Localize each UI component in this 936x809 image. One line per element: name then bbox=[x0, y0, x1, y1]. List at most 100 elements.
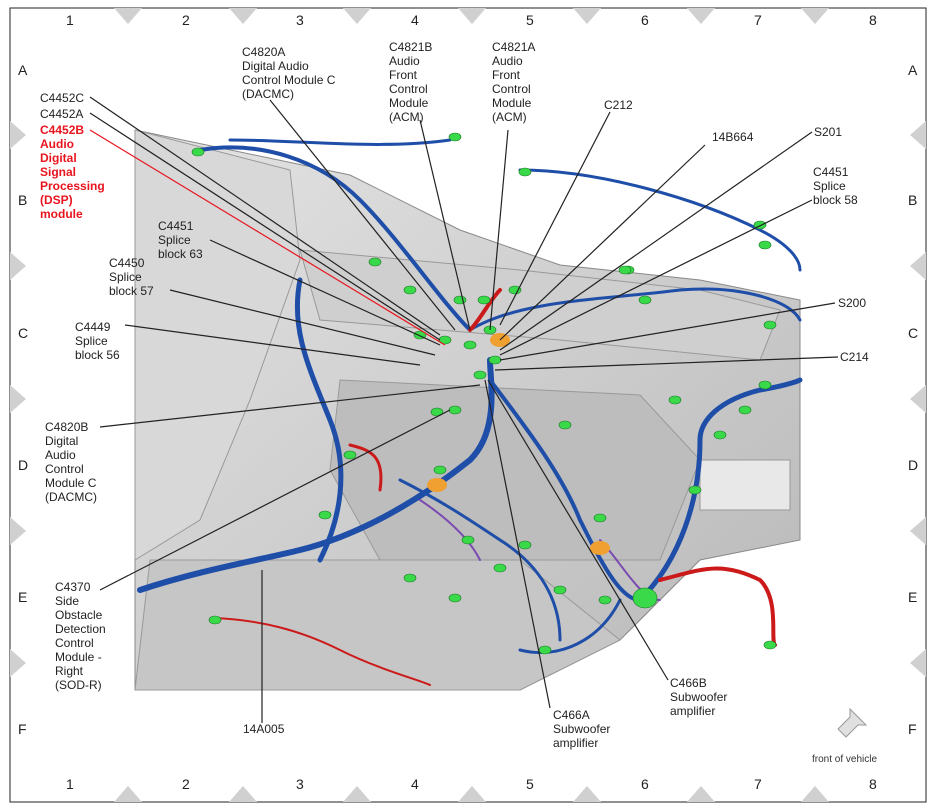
leader-line bbox=[499, 131, 813, 351]
grid-tick bbox=[458, 786, 486, 802]
connector bbox=[318, 510, 332, 520]
connector bbox=[598, 595, 612, 605]
leader-line bbox=[99, 409, 451, 591]
label-c466b: C466B Subwoofer amplifier bbox=[670, 676, 728, 718]
connector bbox=[343, 450, 357, 460]
grid-col-2: 2 bbox=[182, 776, 190, 792]
front-of-vehicle-label: front of vehicle bbox=[812, 754, 878, 765]
connector bbox=[448, 132, 462, 142]
label-c4820b: C4820B Digital Audio Control Module C (D… bbox=[45, 420, 97, 504]
connector bbox=[618, 265, 632, 275]
connector bbox=[477, 295, 491, 305]
grid-col-7: 7 bbox=[754, 776, 762, 792]
leader-line bbox=[499, 199, 813, 356]
label-c4821a: C4821A Audio Front Control Module (ACM) bbox=[492, 40, 536, 124]
connector bbox=[518, 167, 532, 177]
leader-line bbox=[269, 99, 456, 331]
connector bbox=[191, 147, 205, 157]
grid-tick bbox=[573, 8, 601, 24]
grid-row-B: B bbox=[908, 192, 918, 208]
leader-line bbox=[494, 356, 839, 371]
grid-row-D: D bbox=[18, 457, 29, 473]
connector bbox=[763, 640, 777, 650]
connector bbox=[461, 535, 475, 545]
connector bbox=[493, 563, 507, 573]
connector bbox=[430, 407, 444, 417]
connector bbox=[453, 295, 467, 305]
grid-col-3: 3 bbox=[296, 12, 304, 28]
label-c4821b: C4821B Audio Front Control Module (ACM) bbox=[389, 40, 433, 124]
connectors bbox=[191, 132, 777, 655]
bracket bbox=[590, 541, 610, 555]
label-c4820a: C4820A Digital Audio Control Module C (D… bbox=[242, 45, 336, 101]
label-c4370: C4370 Side Obstacle Detection Control Mo… bbox=[55, 580, 106, 692]
connector bbox=[558, 420, 572, 430]
grid-tick bbox=[910, 649, 926, 677]
grid-tick bbox=[910, 517, 926, 545]
connector bbox=[758, 240, 772, 250]
leader-line bbox=[124, 324, 421, 366]
label-c4452b: C4452B Audio Digital Signal Processing (… bbox=[40, 123, 105, 221]
label-c4451-block63: C4451 Splice block 63 bbox=[158, 219, 203, 261]
leader-line bbox=[169, 289, 436, 356]
connector bbox=[403, 573, 417, 583]
connector bbox=[553, 585, 567, 595]
grid-tick bbox=[458, 8, 486, 24]
label-c214: C214 bbox=[840, 350, 869, 364]
label-s201: S201 bbox=[814, 125, 843, 139]
label-s200: S200 bbox=[838, 296, 867, 310]
connector bbox=[713, 430, 727, 440]
connector bbox=[448, 593, 462, 603]
connector bbox=[638, 295, 652, 305]
grid-col-5: 5 bbox=[526, 12, 534, 28]
leader-line bbox=[99, 384, 481, 428]
grid-tick bbox=[343, 786, 371, 802]
label-c4452a: C4452A bbox=[40, 107, 84, 121]
bracket bbox=[427, 478, 447, 492]
grid-tick bbox=[114, 8, 142, 24]
grid-tick bbox=[10, 649, 26, 677]
grid-row-F: F bbox=[18, 721, 27, 737]
grid-row-F: F bbox=[908, 721, 917, 737]
wire-harness bbox=[137, 138, 803, 686]
grid-row-A: A bbox=[908, 62, 918, 78]
label-c212: C212 bbox=[604, 98, 633, 112]
leader-lines bbox=[89, 96, 839, 723]
grid-col-4: 4 bbox=[411, 12, 419, 28]
grid-tick bbox=[801, 8, 829, 24]
grid-tick bbox=[687, 786, 715, 802]
grid-tick bbox=[114, 786, 142, 802]
leader-line bbox=[499, 144, 706, 341]
vehicle-body bbox=[134, 129, 801, 691]
grid-col-2: 2 bbox=[182, 12, 190, 28]
label-c4450: C4450 Splice block 57 bbox=[109, 256, 154, 298]
label-c4449: C4449 Splice block 56 bbox=[75, 320, 120, 362]
grid-tick bbox=[10, 121, 26, 149]
connector bbox=[208, 615, 222, 625]
connector bbox=[403, 285, 417, 295]
grid-tick bbox=[687, 8, 715, 24]
grid-markers bbox=[10, 8, 926, 802]
grid-row-D: D bbox=[908, 457, 919, 473]
leader-line bbox=[89, 112, 441, 341]
grid-col-5: 5 bbox=[526, 776, 534, 792]
connector bbox=[508, 285, 522, 295]
connector bbox=[763, 320, 777, 330]
leader-line bbox=[499, 111, 611, 326]
grid-tick bbox=[910, 385, 926, 413]
leader-line bbox=[209, 239, 441, 346]
label-14b664: 14B664 bbox=[712, 130, 754, 144]
grid-tick bbox=[910, 252, 926, 280]
connector bbox=[473, 370, 487, 380]
connector bbox=[632, 587, 658, 609]
grid-tick bbox=[573, 786, 601, 802]
leader-line bbox=[89, 96, 441, 336]
grid-tick bbox=[910, 121, 926, 149]
grid-col-1: 1 bbox=[66, 776, 74, 792]
grid-tick bbox=[10, 252, 26, 280]
label-14a005: 14A005 bbox=[243, 722, 285, 736]
leader-line bbox=[487, 379, 669, 681]
connector bbox=[758, 380, 772, 390]
label-c466a: C466A Subwoofer amplifier bbox=[553, 708, 611, 750]
